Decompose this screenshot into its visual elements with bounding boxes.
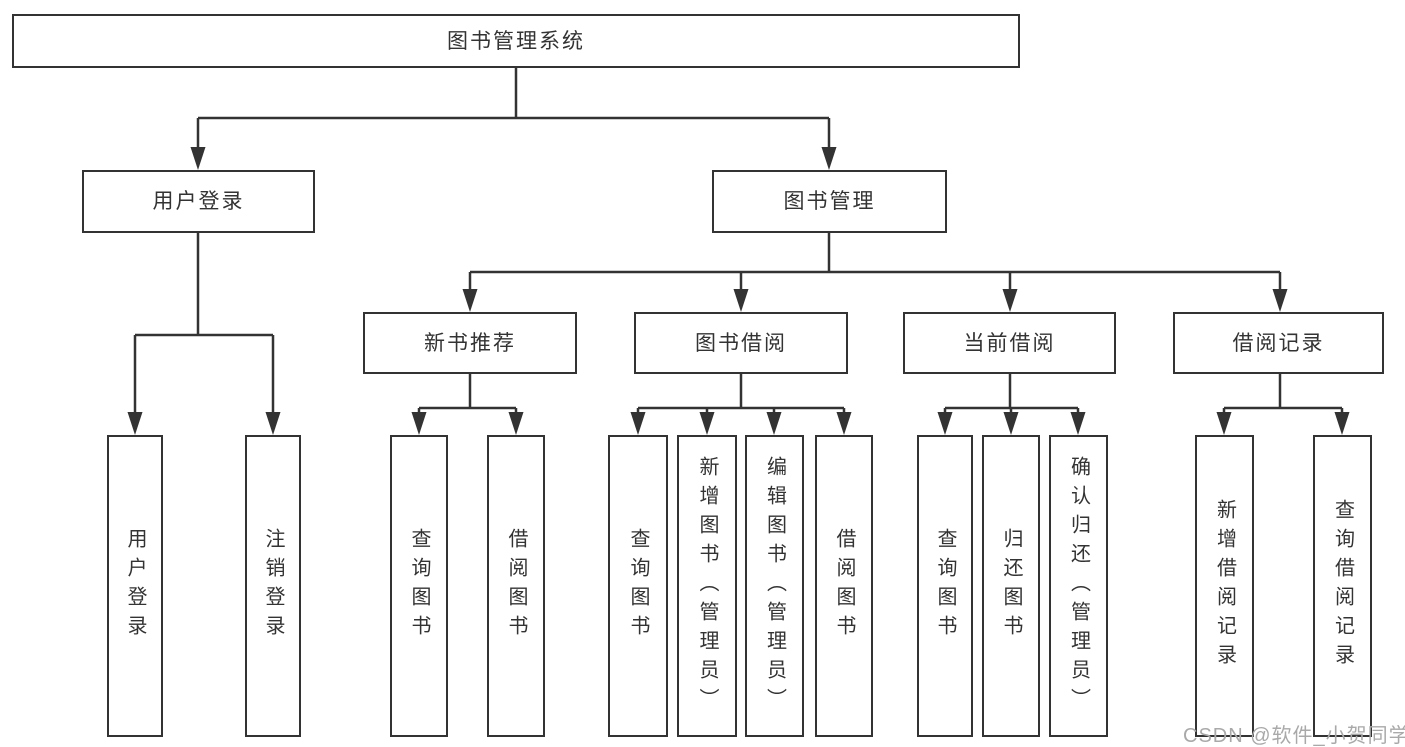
leaf-user-login: 用户登录 — [107, 435, 163, 737]
node-new-book-recommendation: 新书推荐 — [363, 312, 577, 374]
node-user-login: 用户登录 — [82, 170, 315, 233]
leaf-add-borrow-record: 新增借阅记录 — [1195, 435, 1254, 737]
leaf-borrow-books-recommend: 借阅图书 — [487, 435, 545, 737]
leaf-borrow-books-borrowing: 借阅图书 — [815, 435, 873, 737]
node-root: 图书管理系统 — [12, 14, 1020, 68]
leaf-add-book-admin: 新增图书（管理员） — [677, 435, 737, 737]
leaf-query-books-current: 查询图书 — [917, 435, 973, 737]
leaf-logout: 注销登录 — [245, 435, 301, 737]
node-book-management: 图书管理 — [712, 170, 947, 233]
csdn-watermark: CSDN @软件_小贺同学 — [1183, 725, 1405, 747]
leaf-confirm-return-admin: 确认归还（管理员） — [1049, 435, 1108, 737]
leaf-return-books: 归还图书 — [982, 435, 1040, 737]
leaf-edit-book-admin: 编辑图书（管理员） — [745, 435, 804, 737]
node-book-borrowing: 图书借阅 — [634, 312, 848, 374]
leaf-query-books-borrowing: 查询图书 — [608, 435, 668, 737]
node-current-borrowing: 当前借阅 — [903, 312, 1116, 374]
leaf-query-books-recommend: 查询图书 — [390, 435, 448, 737]
leaf-query-borrow-record: 查询借阅记录 — [1313, 435, 1372, 737]
node-borrowing-records: 借阅记录 — [1173, 312, 1384, 374]
